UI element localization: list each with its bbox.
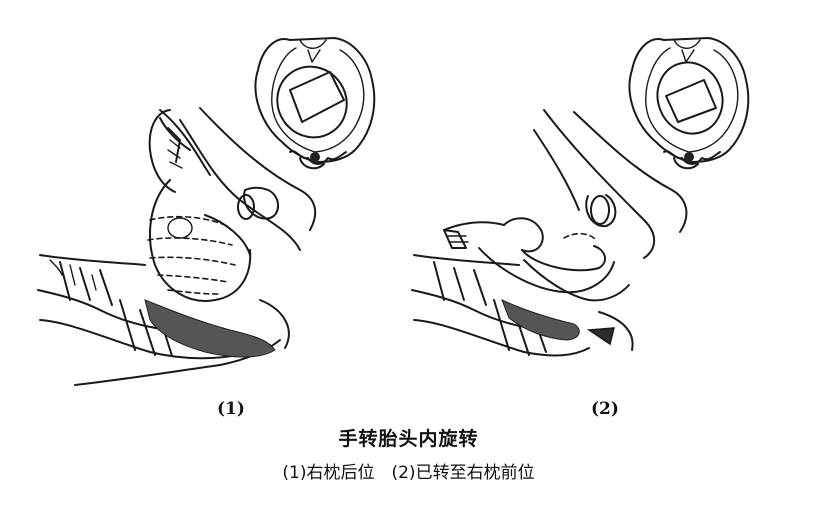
figure-caption: (1)右枕后位 (2)已转至右枕前位 — [282, 463, 535, 483]
panel-2-label: (2) — [591, 399, 619, 419]
panel-2-drawing — [411, 37, 750, 357]
figure-title: 手转胎头内旋转 — [338, 428, 479, 450]
pelvis-inset-1 — [254, 37, 376, 170]
illustration — [37, 37, 750, 386]
panel-1-label: (1) — [217, 399, 245, 419]
panel-1-drawing — [37, 37, 376, 386]
pelvis-inset-2 — [628, 37, 750, 170]
